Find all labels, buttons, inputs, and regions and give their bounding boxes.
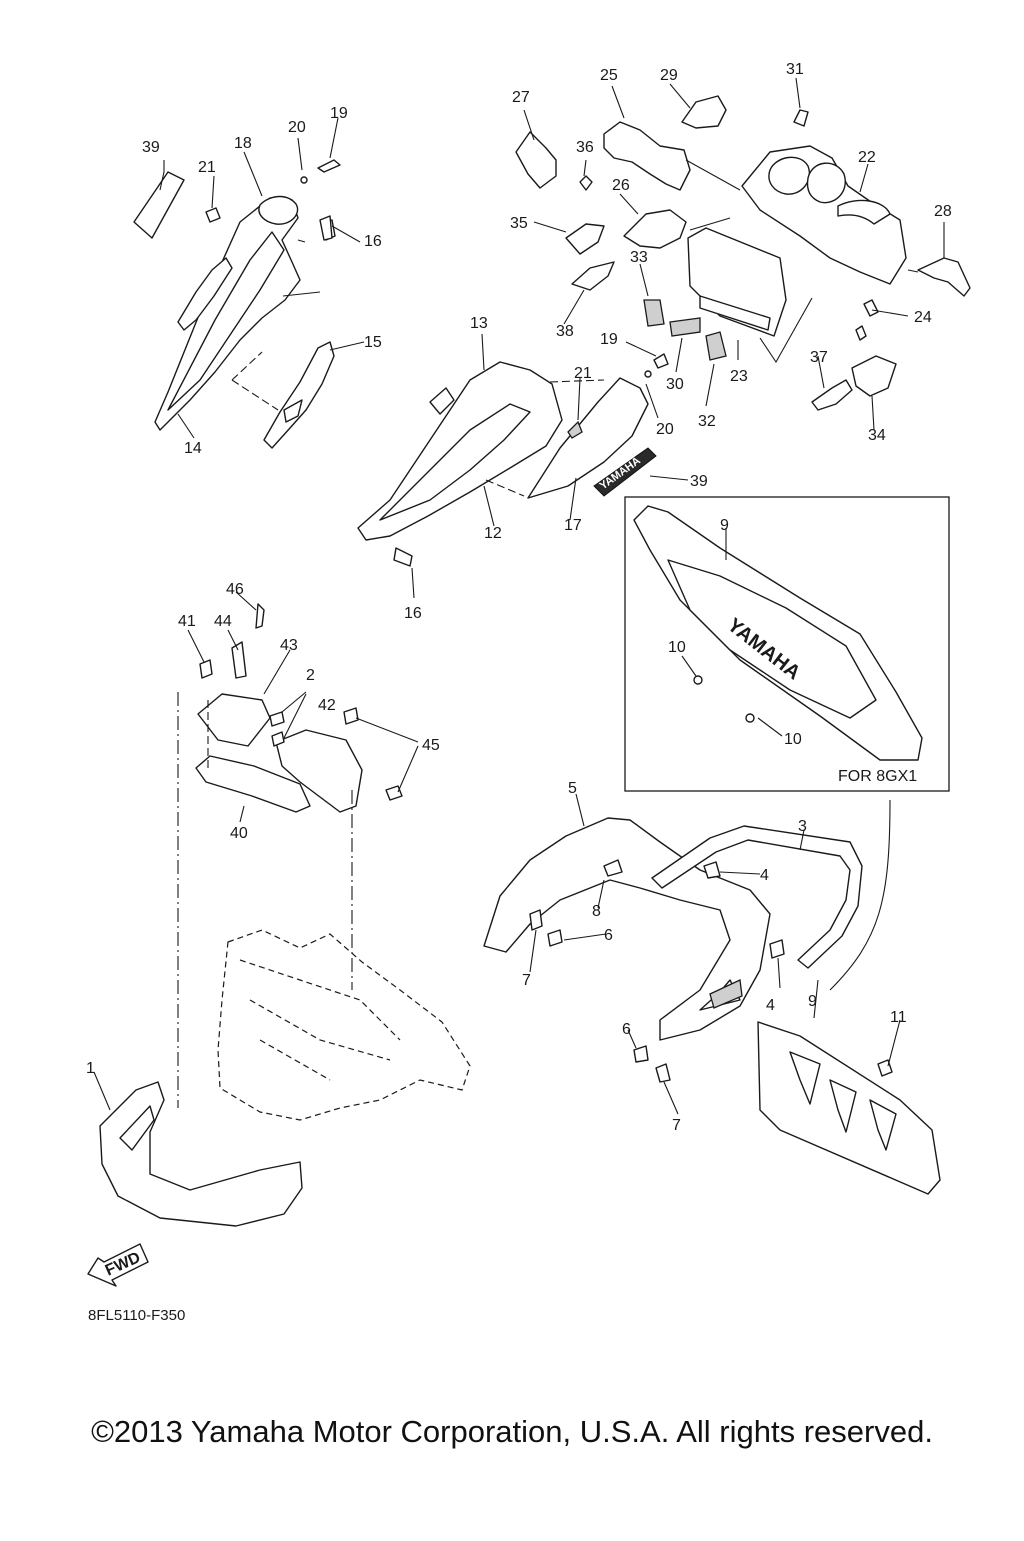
callout-23: 23	[730, 368, 748, 385]
clip-part-35	[565, 223, 605, 255]
callout-29: 29	[660, 67, 678, 84]
side-cover-part-5	[483, 817, 771, 1041]
cover-part-26	[623, 209, 731, 249]
callout-24: 24	[914, 309, 932, 326]
cover-part-27	[515, 131, 557, 189]
callout-25: 25	[600, 67, 618, 84]
fasteners-lower-left	[199, 603, 419, 801]
callout-20: 20	[656, 421, 674, 438]
callout-36: 36	[576, 139, 594, 156]
diagram-code: 8FL5110-F350	[88, 1307, 186, 1324]
fasteners-lower-right	[529, 859, 893, 1083]
bracket-part-40	[195, 755, 311, 813]
callout-19: 19	[330, 105, 348, 122]
callout-32: 32	[698, 413, 716, 430]
skid-plate-part-9-variant	[633, 505, 923, 761]
variant-box	[624, 496, 950, 792]
frame-assembly	[217, 929, 471, 1121]
callout-16: 16	[364, 233, 382, 250]
callout-20: 20	[288, 119, 306, 136]
rail-part-3	[651, 825, 863, 969]
decal-part-39-center	[593, 447, 657, 497]
leader-lines	[93, 77, 945, 1115]
side-cowl-part-14	[154, 195, 321, 431]
cover-part-25	[603, 121, 741, 191]
bracket-part-38	[571, 261, 615, 291]
callout-19: 19	[600, 331, 618, 348]
callout-26: 26	[612, 177, 630, 194]
callout-7: 7	[672, 1117, 681, 1134]
fwd-arrow-icon: FWD	[87, 1243, 149, 1287]
callout-44: 44	[214, 613, 232, 630]
bolt-part-16-upper	[319, 215, 333, 241]
callout-30: 30	[666, 376, 684, 393]
meter-panel-part-23	[687, 227, 813, 364]
bolt-part-19-mid	[644, 353, 669, 378]
callout-10: 10	[784, 731, 802, 748]
callout-14: 14	[184, 440, 202, 457]
callout-4: 4	[766, 997, 775, 1014]
callout-40: 40	[230, 825, 248, 842]
front-bumper-part-1	[99, 1081, 303, 1227]
fasteners-upper-right	[579, 109, 879, 341]
callout-38: 38	[556, 323, 574, 340]
bracket-part-44	[231, 641, 247, 679]
callout-42: 42	[318, 697, 336, 714]
skid-plate-part-9	[757, 799, 941, 1195]
cowl-insert-part-17	[527, 377, 649, 499]
callout-6: 6	[622, 1021, 631, 1038]
bracket-part-37	[811, 379, 853, 411]
switch-parts-30-32-33	[643, 299, 727, 361]
variant-label: FOR 8GX1	[838, 768, 918, 785]
callout-22: 22	[858, 149, 876, 166]
callout-33: 33	[630, 249, 648, 266]
callout-34: 34	[868, 427, 886, 444]
bolt-part-16-lower	[393, 547, 413, 567]
callout-46: 46	[226, 581, 244, 598]
decal-part-39-left	[133, 171, 185, 239]
callout-39: 39	[142, 139, 160, 156]
bracket-part-42	[275, 729, 363, 813]
bracket-part-43	[197, 693, 271, 747]
callout-10: 10	[668, 639, 686, 656]
callout-1: 1	[86, 1060, 95, 1077]
clip-part-34	[851, 355, 897, 397]
callout-39: 39	[690, 473, 708, 490]
callout-27: 27	[512, 89, 530, 106]
callout-21: 21	[198, 159, 216, 176]
callout-5: 5	[568, 780, 577, 797]
callout-45: 45	[422, 737, 440, 754]
callout-15: 15	[364, 334, 382, 351]
callout-17: 17	[564, 517, 582, 534]
front-cowl-part-12	[357, 361, 563, 541]
callout-2: 2	[306, 667, 315, 684]
callout-43: 43	[280, 637, 298, 654]
callout-18: 18	[234, 135, 252, 152]
callout-11: 11	[890, 1009, 907, 1026]
callout-35: 35	[510, 215, 528, 232]
callout-9: 9	[808, 993, 817, 1010]
callout-9: 9	[720, 517, 729, 534]
callout-28: 28	[934, 203, 952, 220]
callout-37: 37	[810, 349, 828, 366]
callout-21: 21	[574, 365, 592, 382]
callout-8: 8	[592, 903, 601, 920]
bracket-part-29	[681, 95, 727, 129]
inner-panel-part-15	[263, 341, 335, 449]
callout-13: 13	[470, 315, 488, 332]
callout-3: 3	[798, 818, 807, 835]
callout-4: 4	[760, 867, 769, 884]
callout-31: 31	[786, 61, 804, 78]
callout-7: 7	[522, 972, 531, 989]
meter-hood-part-22	[741, 145, 907, 285]
callout-12: 12	[484, 525, 502, 542]
callout-41: 41	[178, 613, 196, 630]
copyright-notice: ©2013 Yamaha Motor Corporation, U.S.A. A…	[91, 1414, 933, 1449]
bracket-part-28	[907, 257, 971, 297]
callout-16: 16	[404, 605, 422, 622]
callout-6: 6	[604, 927, 613, 944]
